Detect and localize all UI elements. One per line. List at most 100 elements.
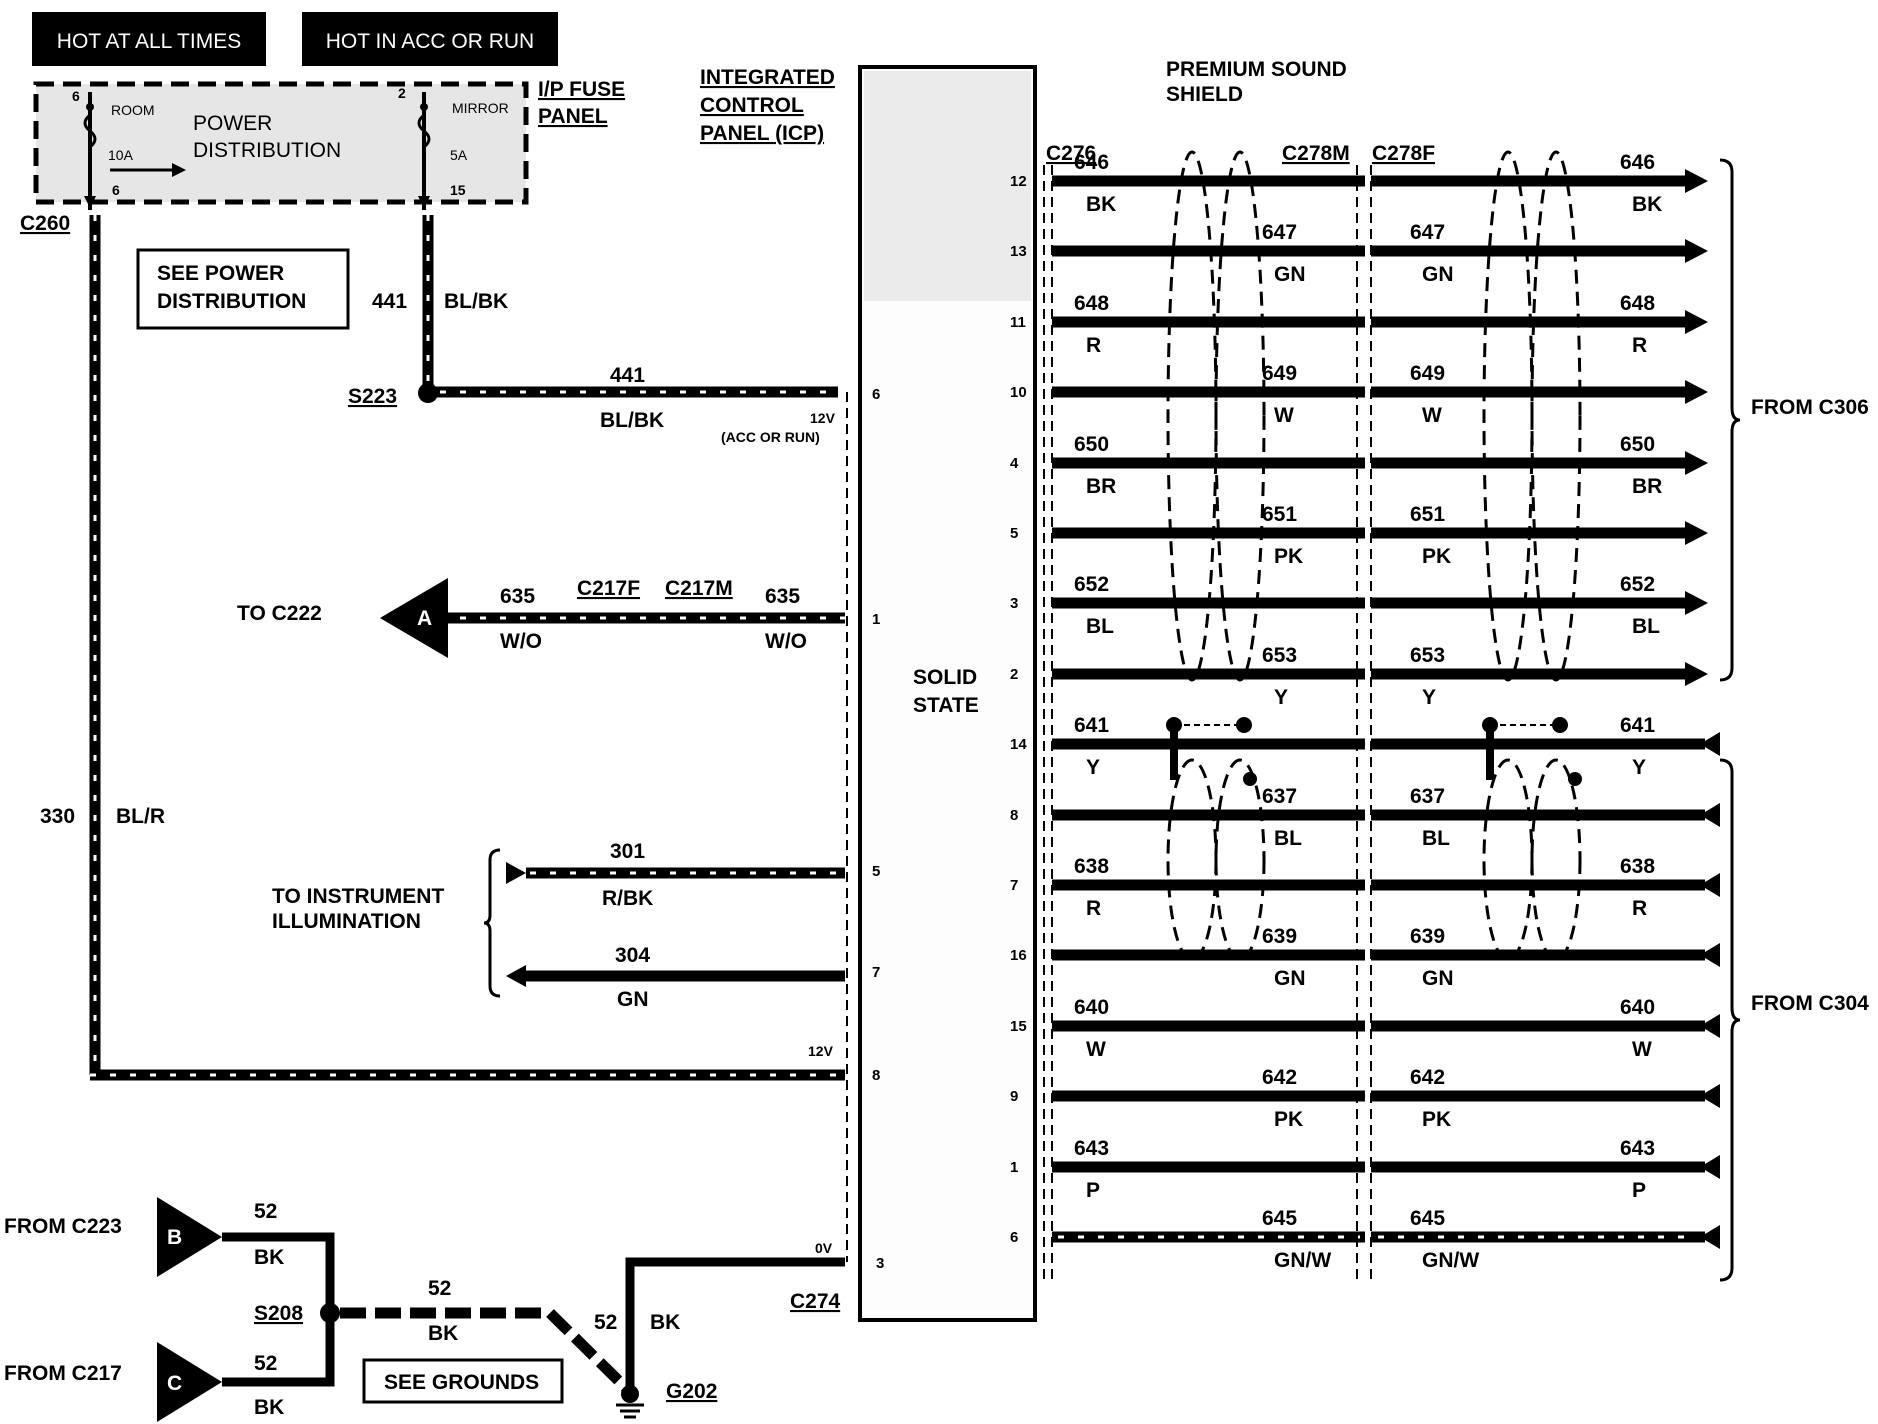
wire-number: 639	[1410, 925, 1445, 948]
svg-text:304: 304	[615, 944, 650, 967]
wire-color: BK	[1632, 193, 1662, 216]
c278f-connector-label: C278F	[1372, 142, 1435, 165]
svg-text:SHIELD: SHIELD	[1166, 83, 1243, 106]
wire-color: GN/W	[1274, 1249, 1331, 1272]
svg-text:BK: BK	[254, 1396, 284, 1419]
mirror-fuse-icon	[417, 113, 431, 149]
arrow-right-icon	[1685, 239, 1708, 263]
connector-a-icon	[380, 578, 448, 658]
wire-number: 650	[1074, 433, 1109, 456]
arrow-right-icon	[1685, 310, 1708, 334]
wire-color: GN	[1274, 263, 1306, 286]
arrow-right-icon	[1685, 662, 1708, 686]
svg-text:DISTRIBUTION: DISTRIBUTION	[193, 139, 341, 162]
pin-label: 6	[1010, 1229, 1018, 1246]
wire-color: PK	[1274, 1108, 1303, 1131]
svg-text:R/BK: R/BK	[602, 887, 653, 910]
arrow-left-icon	[1700, 943, 1720, 967]
arrow-left-icon	[1700, 732, 1720, 756]
pin-label: 10	[1010, 384, 1027, 401]
wire-number: 652	[1620, 573, 1655, 596]
pin-label: 13	[1010, 243, 1027, 260]
arrow-left-icon	[506, 965, 526, 987]
svg-text:I/P FUSE: I/P FUSE	[538, 78, 625, 101]
wire-number: 637	[1410, 785, 1445, 808]
wire-color: PK	[1422, 1108, 1451, 1131]
pin-label: 3	[1010, 595, 1018, 612]
wire-color: W	[1086, 1038, 1106, 1061]
connector-c-icon	[157, 1342, 222, 1422]
premium-sound-shield-label: PREMIUM SOUND	[1166, 58, 1347, 81]
pin-label: 5	[1010, 525, 1018, 542]
connector-b-icon	[157, 1197, 222, 1277]
wire-number: 651	[1410, 503, 1445, 526]
svg-text:BL/R: BL/R	[116, 805, 165, 828]
wire-color: PK	[1274, 545, 1303, 568]
pin-label: 8	[1010, 807, 1018, 824]
wire-color: W	[1274, 404, 1294, 427]
wire-number: 648	[1620, 292, 1655, 315]
svg-text:330: 330	[40, 805, 75, 828]
svg-text:B: B	[167, 1226, 182, 1249]
svg-text:TO INSTRUMENT: TO INSTRUMENT	[272, 885, 444, 908]
wire-color: GN	[1274, 967, 1306, 990]
wire-color: W	[1422, 404, 1442, 427]
wire-color: R	[1086, 897, 1101, 920]
svg-text:A: A	[417, 607, 432, 630]
wire-color: Y	[1086, 756, 1100, 779]
wire-635: A TO C222 635 W/O C217F C217M 635 W/O	[237, 577, 845, 658]
svg-text:ILLUMINATION: ILLUMINATION	[272, 910, 421, 933]
shield-drain-junctions	[1166, 717, 1582, 786]
wire-330: 330 BL/R 12V	[40, 215, 845, 1081]
svg-text:BK: BK	[254, 1246, 284, 1269]
wire-color: GN	[1422, 263, 1454, 286]
wire-color: R	[1632, 897, 1647, 920]
svg-text:52: 52	[254, 1352, 277, 1375]
svg-text:52: 52	[594, 1311, 617, 1334]
svg-text:BL/BK: BL/BK	[444, 290, 508, 313]
wire-color: BL	[1632, 615, 1660, 638]
s223-splice	[418, 383, 438, 403]
arrow-left-icon	[1700, 1225, 1720, 1249]
c278m-connector-label: C278M	[1282, 142, 1350, 165]
wire-441: 441 BL/BK S223 441 BL/BK 12V (ACC OR RUN…	[348, 215, 838, 445]
pin-label: 12	[1010, 173, 1027, 190]
pin-label: 15	[1010, 1018, 1027, 1035]
wire-color: GN/W	[1422, 1249, 1479, 1272]
arrow-right-icon	[172, 163, 186, 177]
svg-text:6: 6	[112, 182, 120, 198]
svg-text:15: 15	[450, 182, 466, 198]
wire-number: 648	[1074, 292, 1109, 315]
svg-text:5A: 5A	[450, 147, 468, 163]
wire-number: 649	[1262, 362, 1297, 385]
ground-icon	[616, 1385, 644, 1419]
arrow-right-icon	[1685, 169, 1708, 193]
ip-fuse-panel: 6 ROOM 10A 6 POWER DISTRIBUTION 2 MIRROR…	[33, 78, 625, 210]
s223-label: S223	[348, 385, 397, 408]
s208-splice	[320, 1303, 340, 1323]
wire-number: 641	[1620, 714, 1655, 737]
svg-text:INTEGRATED: INTEGRATED	[700, 66, 835, 89]
wire-color: Y	[1422, 686, 1436, 709]
svg-text:635: 635	[500, 585, 535, 608]
svg-text:52: 52	[254, 1200, 277, 1223]
svg-text:12V: 12V	[810, 410, 836, 426]
ground-wires: B C FROM C223 FROM C217 52 BK 52 BK S208…	[4, 1197, 845, 1422]
room-fuse-icon	[83, 113, 97, 149]
svg-text:MIRROR: MIRROR	[452, 100, 509, 116]
wire-number: 640	[1620, 996, 1655, 1019]
arrow-right-icon	[1685, 451, 1708, 475]
svg-text:PANEL: PANEL	[538, 105, 608, 128]
pin-label: 4	[1010, 455, 1019, 472]
svg-text:SEE GROUNDS: SEE GROUNDS	[384, 1371, 539, 1394]
svg-text:HOT IN ACC OR RUN: HOT IN ACC OR RUN	[326, 30, 534, 53]
wire-color: PK	[1422, 545, 1451, 568]
svg-text:C217M: C217M	[665, 577, 733, 600]
